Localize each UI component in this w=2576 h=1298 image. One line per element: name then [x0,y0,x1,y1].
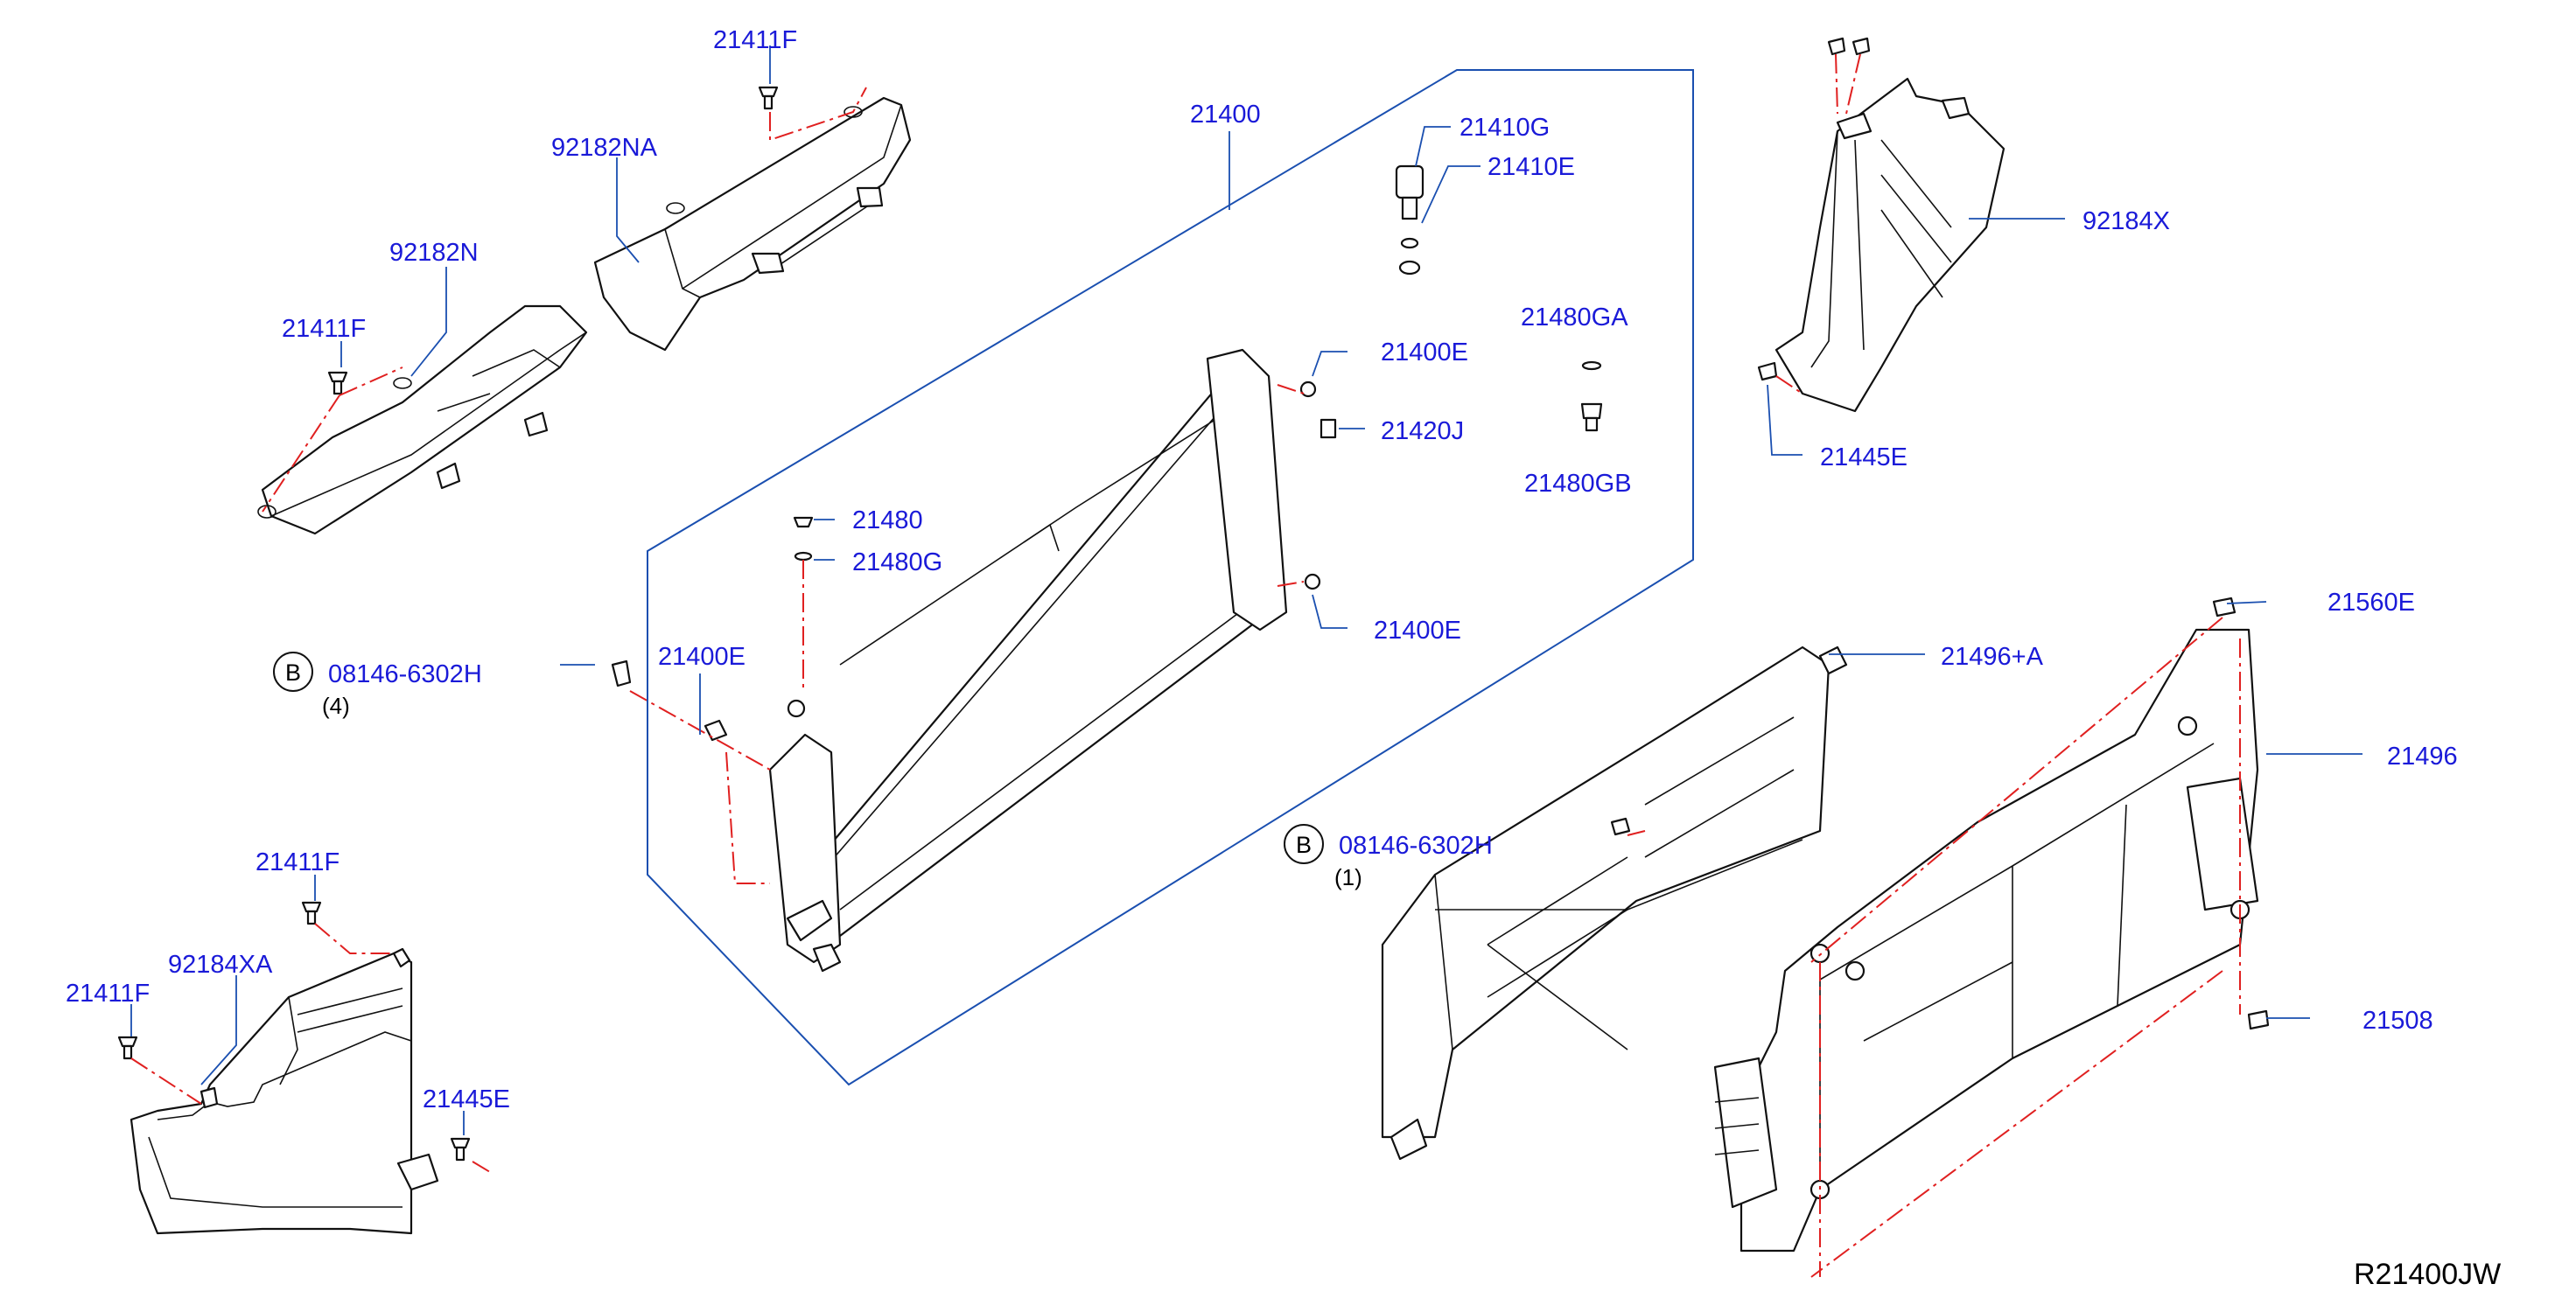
label-21400E-b: 21400E [658,643,746,671]
label-21420J: 21420J [1381,417,1464,445]
fan-shroud-21496A [1381,646,1848,1161]
part-labels: 21411F 92182NA 92182N 21411F 21400 21410… [66,26,2501,1291]
label-21400E-c: 21400E [1374,617,1461,645]
label-21508: 21508 [2362,1007,2433,1035]
label-21480: 21480 [852,506,923,534]
bolt-symbol-letter: B [285,659,301,686]
label-21411F-top: 21411F [713,26,797,54]
label-21411F-left: 21411F [282,315,366,343]
label-21480G: 21480G [852,548,942,576]
label-21400: 21400 [1190,101,1261,129]
radiator-core-support-21496 [1713,628,2259,1253]
label-bolt-qty-mid: (1) [1334,864,1362,890]
label-21496A: 21496+A [1941,643,2044,671]
label-21411F-lower-left: 21411F [66,980,150,1008]
label-21445E-left: 21445E [423,1085,510,1113]
bolt-symbol-letter: B [1296,832,1312,858]
air-guide-92184XA [130,947,439,1235]
label-21560E: 21560E [2328,589,2415,617]
bolt-symbol-b-left: B [273,652,313,692]
air-guide-92184X [1774,77,2006,413]
fasteners [117,37,2270,1162]
label-21400E-a: 21400E [1381,338,1468,366]
radiator-21400 [768,348,1337,973]
label-21445E-right: 21445E [1820,443,1908,471]
label-bolt-qty-left: (4) [322,693,350,719]
diagram-reference-code: R21400JW [2354,1258,2501,1291]
bolt-symbol-b-mid: B [1284,824,1324,864]
label-92184X: 92184X [2082,207,2170,235]
label-21496: 21496 [2387,743,2458,771]
assembly-lines [130,53,2241,1278]
air-guide-92182NA [593,96,912,352]
label-21480GA: 21480GA [1521,304,1628,331]
label-21411F-lower: 21411F [256,848,340,876]
label-92182NA: 92182NA [551,134,658,162]
radiator-group-frame [647,69,1694,1086]
label-bolt-08146-6302H-left: 08146-6302H [328,660,482,688]
leader-lines [130,45,2362,1135]
label-21410E: 21410E [1488,153,1575,181]
air-guide-92182N [257,304,588,535]
label-92184XA: 92184XA [168,951,273,979]
label-21410G: 21410G [1460,114,1550,142]
label-92182N: 92182N [389,239,479,267]
label-bolt-08146-6302H-mid: 08146-6302H [1339,832,1493,860]
label-21480GB: 21480GB [1524,470,1632,498]
